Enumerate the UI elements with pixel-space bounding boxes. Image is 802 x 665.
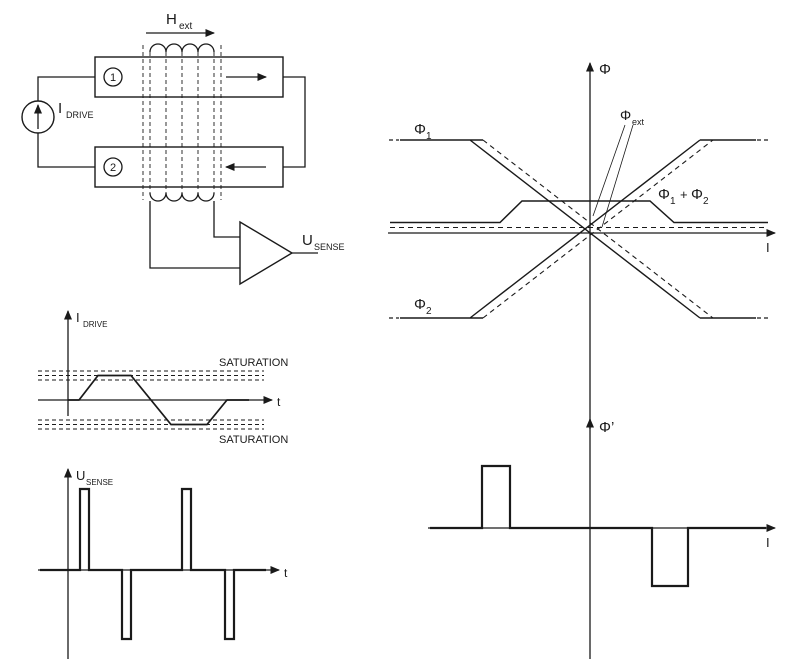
shifted-curves-dashed	[482, 139, 714, 319]
wire-right-loop	[283, 76, 306, 168]
wire-source-to-core2	[37, 133, 95, 168]
y-label-main: I	[76, 310, 80, 325]
i-drive-label-main: I	[58, 100, 62, 117]
flux-vs-current-graph: Φ I Φ 1 Φ 2 Φ ext Φ 1 + Φ 2	[388, 61, 776, 429]
sum-label-phi2-sub: 2	[703, 196, 709, 207]
x-label: I	[766, 535, 770, 550]
core2-badge-circle	[103, 157, 123, 177]
sum-label-phi2-main: Φ	[691, 186, 703, 203]
curve-end-dashes	[389, 139, 770, 319]
core2-number: 2	[110, 162, 116, 174]
sum-label-phi1-main: Φ	[658, 186, 670, 203]
h-ext-label-main: H	[166, 11, 177, 28]
coil-wires-dashed	[149, 52, 215, 193]
u-sense-label-sub: SENSE	[314, 242, 345, 252]
coil-bottom-arcs	[149, 192, 215, 202]
phi-ext-label-sub: ext	[632, 117, 645, 127]
phi-ext-pointer-lines	[592, 124, 634, 228]
x-label: t	[284, 566, 288, 580]
drive-current-graph: I DRIVE t SATURATION SATURATION	[38, 310, 288, 446]
phi-ext-label-main: Φ	[620, 107, 631, 123]
core1-number: 1	[110, 72, 116, 84]
y-label: Φ	[599, 61, 611, 78]
drive-waveform	[68, 374, 249, 426]
y-label-sub: SENSE	[86, 478, 113, 487]
saturation-label-bottom: SATURATION	[219, 434, 288, 446]
phi1-label-main: Φ	[414, 121, 426, 138]
coil-top-arcs	[149, 43, 215, 53]
saturation-band-lines	[38, 370, 264, 430]
y-label-main: U	[76, 468, 85, 483]
phi2-curve	[400, 139, 756, 319]
wire-coil-to-amp-top	[213, 201, 240, 238]
phi2-label-main: Φ	[414, 296, 426, 313]
flux-derivative-graph: Φ’ I	[428, 418, 776, 659]
phi2-label-sub: 2	[426, 306, 432, 317]
derivative-pulse-waveform	[430, 464, 766, 588]
i-drive-label-sub: DRIVE	[66, 110, 94, 120]
x-label: I	[766, 240, 770, 255]
u-sense-label-main: U	[302, 232, 313, 249]
sum-label-plus: +	[680, 187, 688, 202]
circuit-schematic: H ext 1 2 I DRIVE U SENSE	[21, 11, 345, 286]
phi1-curve	[400, 139, 756, 319]
y-label-sub: DRIVE	[83, 320, 107, 329]
amplifier-triangle	[239, 220, 294, 286]
wire-source-to-core1	[37, 76, 95, 101]
coil-flux-guides	[142, 45, 222, 200]
y-label: Φ’	[599, 419, 614, 436]
x-label: t	[277, 395, 281, 409]
sense-voltage-graph: U SENSE t	[38, 468, 288, 659]
h-ext-label-sub: ext	[179, 21, 193, 32]
phi1-label-sub: 1	[426, 131, 432, 142]
sense-pulse-waveform	[40, 487, 266, 641]
sum-curve	[390, 200, 768, 224]
core1-badge-circle	[103, 67, 123, 87]
saturation-label-top: SATURATION	[219, 357, 288, 369]
wire-coil-to-amp-bottom	[149, 201, 240, 269]
sum-label-phi1-sub: 1	[670, 196, 676, 207]
